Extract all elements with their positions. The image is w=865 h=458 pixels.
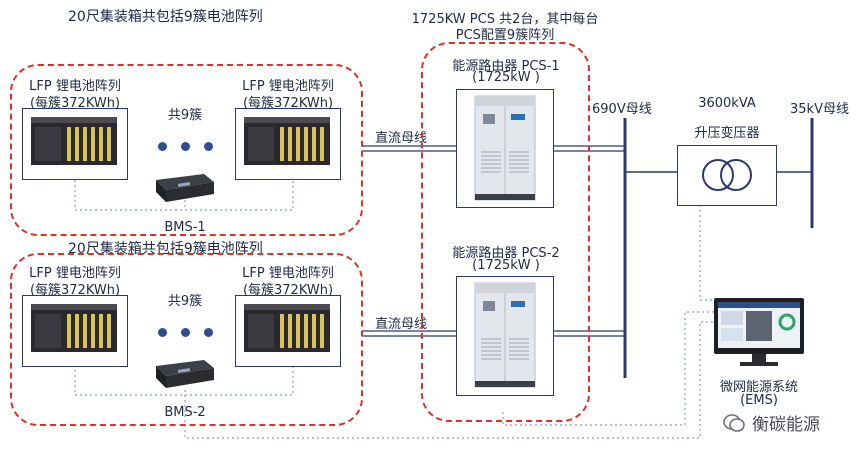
ellipsis-dot [204,328,213,337]
pcs-1-label-line2: (1725kW ) [472,70,540,85]
ems-label-line2: (EMS) [740,393,778,408]
pcs-1-box [456,89,554,208]
battery-cluster-left-2 [22,295,128,367]
battery-cluster-right-1 [235,108,341,180]
pcs-cabinet-icon [474,95,536,201]
lv-bus-label: 690V母线 [592,102,652,117]
pcs-2-label-line2: (1725kW ) [472,258,540,273]
cluster-right-1-label-line2: (每簇372KWh) [242,96,334,111]
pcs-2-label-line1: 能源路由器 PCS-2 [452,246,560,261]
dc-bus-1-label: 直流母线 [375,131,428,146]
pcs-group-frame [421,42,590,422]
bms-2-label: BMS-2 [164,405,206,420]
cluster-left-1-label-line1: LFP 锂电池阵列 [29,79,121,94]
bms-device-icon [156,174,214,202]
cluster-right-2-label-line2: (每簇372KWh) [242,283,334,298]
comm-lines [74,180,722,439]
hv-bus-label: 35kV母线 [790,102,849,117]
battery-rack-icon [31,117,117,165]
bms-1-label: BMS-1 [164,220,206,235]
ellipsis-dot [158,142,167,151]
battery-rack-icon [244,304,330,352]
ellipsis-dot [158,328,167,337]
ems-label-line1: 微网能源系统 [719,380,798,395]
count-label-2: 共9簇 [167,294,203,309]
cluster-left-2-label-line2: (每簇372KWh) [29,283,121,298]
pcs-1-label-line1: 能源路由器 PCS-1 [452,59,560,74]
transformer-box [677,145,777,206]
ellipsis-dot [181,328,190,337]
container-1-title: 20尺集装箱共包括9簇电池阵列 [68,9,263,25]
cluster-right-2-label-line1: LFP 锂电池阵列 [242,266,334,281]
transformer-icon [702,159,752,191]
pcs-group-title-line1: 1725KW PCS 共2台，其中每台 [411,12,599,27]
battery-cluster-right-2 [235,295,341,367]
ellipsis-dot [204,142,213,151]
bms-device-icon [156,360,214,388]
count-label-1: 共9簇 [167,108,203,123]
battery-rack-icon [244,117,330,165]
container-1-frame [10,64,363,236]
battery-rack-icon [31,304,117,352]
cluster-left-2-label-line1: LFP 锂电池阵列 [29,266,121,281]
cluster-right-1-label-line1: LFP 锂电池阵列 [242,79,334,94]
pcs-group-title-line2: PCS配置9簇阵列 [455,28,555,43]
pcs-2-box [456,276,554,396]
ellipsis-dot [181,142,190,151]
battery-cluster-left-1 [22,108,128,180]
transformer-rating: 3600kVA [698,96,756,111]
watermark-text: 衡碳能源 [752,415,820,435]
container-2-frame [10,253,363,426]
cluster-left-1-label-line2: (每簇372KWh) [29,96,121,111]
dc-bus-2-label: 直流母线 [375,317,428,332]
ems-monitor-icon [714,298,804,366]
pcs-cabinet-icon [474,282,536,388]
wechat-logo-icon [723,414,745,432]
transformer-name: 升压变压器 [694,126,760,141]
